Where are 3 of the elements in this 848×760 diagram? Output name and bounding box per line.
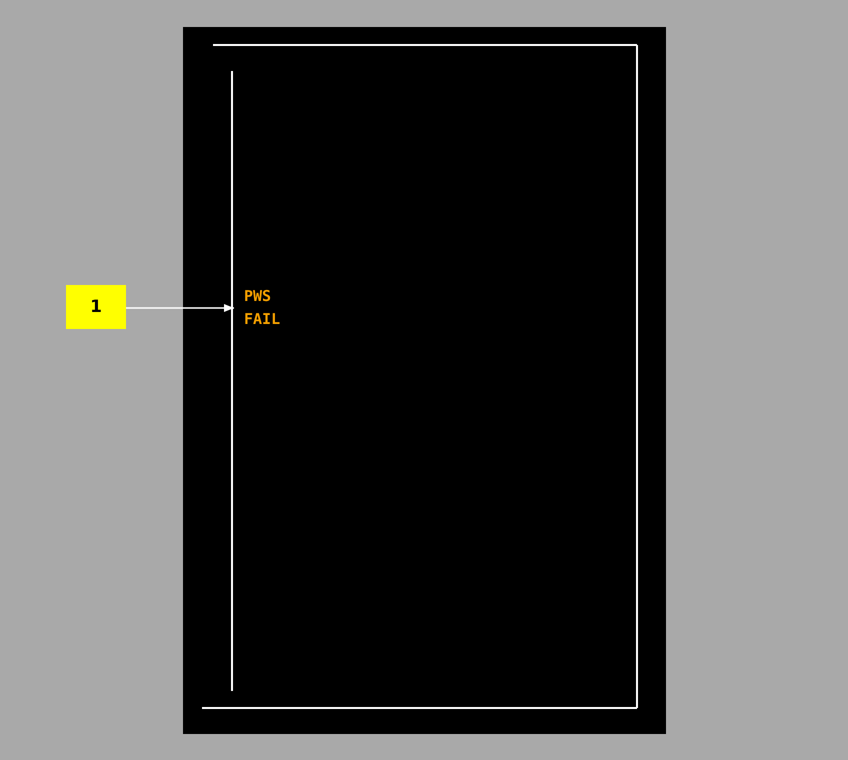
callout-number: 1 [66,285,126,329]
warning-message: PWS FAIL [234,285,304,331]
leader-arrow [126,304,234,312]
